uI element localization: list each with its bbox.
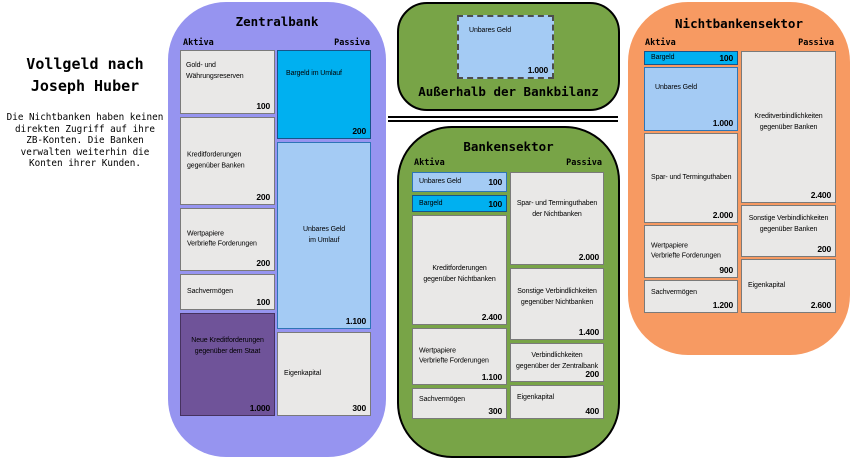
panel-bankensektor: Bankensektor Aktiva Passiva Unbares Geld… <box>397 126 620 458</box>
bankensektor-passiva-header: Passiva <box>566 158 602 168</box>
box-value: 200 <box>585 369 599 379</box>
panel-nichtbankensektor: Nichtbankensektor Aktiva Passiva Bargeld… <box>628 2 850 355</box>
zb-asset-securities: Wertpapiere Verbriefte Forderungen 200 <box>180 208 275 271</box>
box-value: 2.600 <box>810 300 831 310</box>
zentralbank-passiva-header: Passiva <box>334 38 370 48</box>
box-value: 2.400 <box>481 312 502 322</box>
box-value: 400 <box>585 406 599 416</box>
box-label: Spar- und Terminguthaben <box>651 173 732 181</box>
nb-liability-equity: Eigenkapital 2.600 <box>741 259 836 313</box>
zb-asset-claims-on-banks: Kreditforderungen gegenüber Banken 200 <box>180 117 275 205</box>
box-label: Eigenkapital <box>284 369 321 377</box>
box-value: 200 <box>256 192 270 202</box>
nb-asset-securities: Wertpapiere Verbriefte Forderungen 900 <box>644 225 738 278</box>
box-value: 1.000 <box>527 65 548 75</box>
box-label: Wertpapiere Verbriefte Forderungen <box>419 347 489 365</box>
box-label: Sachvermögen <box>651 289 697 296</box>
panel-zentralbank: Zentralbank Aktiva Passiva Gold- und Wäh… <box>168 2 386 457</box>
box-value: 1.000 <box>712 118 733 128</box>
bs-asset-securities: Wertpapiere Verbriefte Forderungen 1.100 <box>412 328 507 385</box>
box-label: Gold- und Währungsreserven <box>186 62 244 80</box>
box-label: Eigenkapital <box>748 281 785 289</box>
nb-liability-credit-to-banks: Kreditverbindlichkeiten gegenüber Banken… <box>741 51 836 203</box>
zb-asset-new-claims-on-state: Neue Kreditforderungen gegenüber dem Sta… <box>180 313 275 416</box>
bs-liability-other-liabilities-nonbanks: Sonstige Verbindlichkeiten gegenüber Nic… <box>510 268 604 340</box>
nb-asset-real-assets: Sachvermögen 1.200 <box>644 280 738 313</box>
bs-liability-to-central-bank: Verbindlichkeiten gegenüber der Zentralb… <box>510 343 604 382</box>
box-value: 900 <box>719 265 733 275</box>
box-label: Verbindlichkeiten gegenüber der Zentralb… <box>516 352 598 370</box>
box-label: Spar- und Terminguthaben der Nichtbanken <box>516 200 598 218</box>
bankensektor-title: Bankensektor <box>463 139 554 154</box>
box-value: 1.100 <box>481 372 502 382</box>
nb-asset-savings-time-deposits: Spar- und Terminguthaben 2.000 <box>644 133 738 223</box>
box-label: Unbares Geld im Umlauf <box>303 226 345 244</box>
box-value: 100 <box>488 198 502 209</box>
box-label: Bargeld <box>419 199 443 207</box>
box-value: 100 <box>256 297 270 307</box>
zentralbank-aktiva-header: Aktiva <box>183 38 214 48</box>
box-label: Sachvermögen <box>187 287 233 295</box>
panel-ausserhalb-der-bankbilanz: Unbares Geld 1.000 Außerhalb der Bankbil… <box>397 2 620 111</box>
box-label: Wertpapiere Verbriefte Forderungen <box>651 242 721 260</box>
diagram-description: Die Nichtbanken haben keinen direkten Zu… <box>6 112 164 170</box>
nb-asset-cash: Bargeld 100 <box>644 51 738 65</box>
balance-separator-line <box>388 116 618 122</box>
box-value: 1.200 <box>712 300 733 310</box>
box-value: 100 <box>488 177 502 187</box>
box-value: 1.400 <box>578 327 599 337</box>
zb-liability-cash-in-circulation: Bargeld im Umlauf 200 <box>277 50 371 139</box>
box-label: Sachvermögen <box>419 396 465 403</box>
box-value: 2.400 <box>810 190 831 200</box>
box-value: 2.000 <box>712 210 733 220</box>
bs-asset-real-assets: Sachvermögen 300 <box>412 388 507 419</box>
bs-asset-cash: Bargeld 100 <box>412 195 507 212</box>
box-label: Neue Kreditforderungen gegenüber dem Sta… <box>191 337 264 355</box>
box-value: 100 <box>719 53 733 63</box>
bs-asset-noncash-money: Unbares Geld 100 <box>412 172 507 192</box>
nichtbankensektor-aktiva-header: Aktiva <box>645 38 676 48</box>
box-value: 300 <box>488 406 502 416</box>
box-label: Wertpapiere Verbriefte Forderungen <box>187 230 257 248</box>
nichtbankensektor-passiva-header: Passiva <box>798 38 834 48</box>
nb-asset-noncash-money: Unbares Geld 1.000 <box>644 67 738 131</box>
box-value: 300 <box>352 403 366 413</box>
box-label: Kreditverbindlichkeiten gegenüber Banken <box>754 113 823 131</box>
zb-liability-noncash-money-in-circulation: Unbares Geld im Umlauf 1.100 <box>277 142 371 329</box>
zb-asset-real-assets: Sachvermögen 100 <box>180 274 275 310</box>
bs-asset-claims-on-nonbanks: Kreditforderungen gegenüber Nichtbanken … <box>412 215 507 325</box>
box-value: 200 <box>256 258 270 268</box>
box-label: Sonstige Verbindlichkeiten gegenüber Ban… <box>748 215 829 233</box>
box-value: 200 <box>352 126 366 136</box>
nb-liability-other-liabilities-banks: Sonstige Verbindlichkeiten gegenüber Ban… <box>741 205 836 257</box>
box-label: Sonstige Verbindlichkeiten gegenüber Nic… <box>517 288 597 306</box>
bankensektor-aktiva-header: Aktiva <box>414 158 445 168</box>
zb-liability-equity: Eigenkapital 300 <box>277 332 371 416</box>
box-label: Bargeld <box>651 53 675 61</box>
box-label: Kreditforderungen gegenüber Nichtbanken <box>423 265 496 283</box>
box-label: Kreditforderungen gegenüber Banken <box>187 151 245 170</box>
box-value: 100 <box>256 101 270 111</box>
box-label: Eigenkapital <box>517 394 554 401</box>
ausserhalb-title: Außerhalb der Bankbilanz <box>418 84 599 99</box>
box-label: Unbares Geld <box>655 84 697 91</box>
ab-noncash-money-box: Unbares Geld 1.000 <box>457 15 554 79</box>
box-value: 1.100 <box>345 316 366 326</box>
bs-liability-equity: Eigenkapital 400 <box>510 385 604 419</box>
diagram-title: Vollgeld nach Joseph Huber <box>26 55 144 95</box>
box-label: Unbares Geld <box>419 177 461 185</box>
box-value: 1.000 <box>249 403 270 413</box>
bs-liability-savings-time-deposits: Spar- und Terminguthaben der Nichtbanken… <box>510 172 604 265</box>
box-label: Unbares Geld <box>469 27 511 34</box>
zb-asset-gold-currency-reserves: Gold- und Währungsreserven 100 <box>180 50 275 114</box>
box-value: 200 <box>817 244 831 254</box>
zentralbank-title: Zentralbank <box>235 14 319 29</box>
nichtbankensektor-title: Nichtbankensektor <box>675 16 803 31</box>
box-value: 2.000 <box>578 252 599 262</box>
box-label: Bargeld im Umlauf <box>286 70 342 77</box>
